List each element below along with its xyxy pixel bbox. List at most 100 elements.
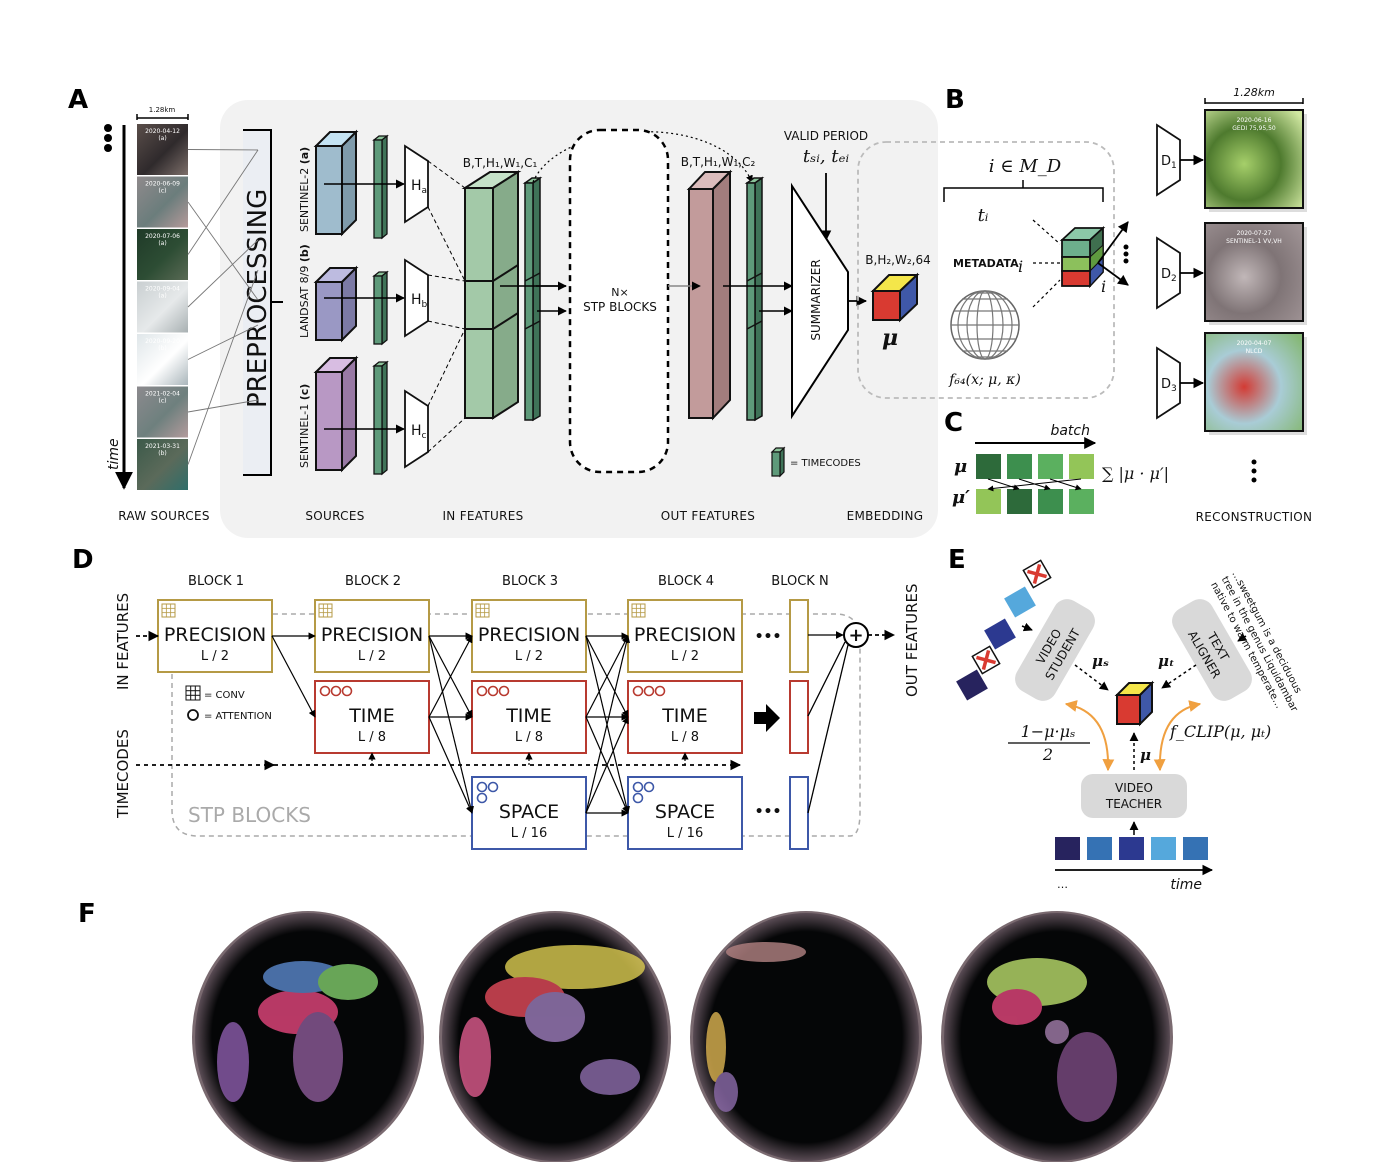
raw-image-tile: 2020-09-04(a) [137, 281, 188, 333]
source-3: SENTINEL-1 (c)Hc [298, 328, 466, 476]
image-date: 2020-04-12 [145, 128, 180, 135]
more-dots-icon [104, 124, 112, 152]
timecodes-side-label: TIMECODES [114, 729, 132, 819]
continue-arrow-icon [754, 704, 780, 732]
mu-label-e: μ [1140, 746, 1151, 764]
mu-label: μ [954, 456, 967, 477]
conv-icon [475, 603, 490, 618]
panel-label-e: E [948, 545, 966, 575]
in-timecodes [522, 176, 543, 422]
reconstruction-image [1204, 332, 1304, 432]
satellite-image [137, 439, 188, 490]
mu-prime-label: μ′ [952, 487, 970, 508]
panel-label-f: F [78, 899, 96, 929]
mu-prime-cell [1069, 489, 1094, 514]
student-frame [956, 669, 988, 701]
satellite-image [137, 124, 188, 175]
batch-label: batch [1050, 423, 1090, 439]
image-date: 2021-02-04 [145, 391, 180, 398]
reconstruction-desc: GEDI 75,95,50 [1232, 125, 1276, 132]
source-name: SENTINEL-1 (c) [298, 384, 311, 468]
raw-link [187, 149, 259, 151]
student-teacher-loss-arrow [1064, 700, 1115, 772]
image-date: 2020-06-09 [145, 181, 180, 188]
vmf-label: f₆₄(x; μ, κ) [948, 372, 1021, 388]
e-ellipsis: … [1057, 878, 1068, 891]
source-cube [315, 281, 343, 341]
shuffle-arrow [1049, 478, 1082, 491]
scale-label: 1.28km [149, 106, 176, 114]
decoder-head [1156, 123, 1181, 197]
block-size: L / 16 [511, 826, 547, 841]
source-timecode [373, 275, 383, 345]
more-decoders-dots [1123, 244, 1129, 264]
landmass [293, 1012, 343, 1102]
source-timecode [373, 365, 383, 475]
block-size: L / 8 [515, 730, 543, 745]
satellite-image [137, 176, 188, 228]
reconstruction-image [1204, 222, 1304, 322]
aligner-teacher-loss-arrow [1153, 700, 1202, 772]
raw-link [187, 149, 259, 255]
raw-image-strip: 2020-04-12(a)2020-06-09(c)2020-07-06(a)2… [137, 124, 188, 490]
mu-prime-cell [976, 489, 1001, 514]
reconstruction-desc: SENTINEL-1 VV,VH [1226, 238, 1282, 245]
teacher-frame [1087, 837, 1112, 860]
batch-rows [976, 454, 1094, 514]
student-frame [984, 618, 1016, 650]
source-1: SENTINEL-2 (a)Ha [298, 129, 466, 282]
raw-image-tile: 2020-04-12(a) [137, 124, 188, 175]
image-source: (b) [158, 450, 167, 457]
student-frames [956, 559, 1052, 701]
raw-link [187, 269, 259, 465]
t-i-label: tᵢ [978, 205, 989, 226]
landmass [726, 942, 806, 962]
stp-blocks-region [171, 613, 861, 837]
metadata-sub: i [1018, 257, 1023, 276]
video-teacher-label-2: TEACHER [1105, 797, 1162, 811]
globes [192, 911, 1173, 1162]
mu-cell [1038, 454, 1063, 479]
image-source: (c) [159, 398, 167, 405]
raw-image-tile: 2021-03-31(b) [137, 439, 188, 490]
teacher-frames [1055, 837, 1208, 860]
landmass [318, 964, 378, 1000]
mu-cell [1007, 454, 1032, 479]
masked-frame [971, 645, 1001, 675]
raw-link [187, 201, 259, 301]
block-size: L / 16 [667, 826, 703, 841]
decode-arrow-down [1097, 262, 1129, 286]
conv-icon [161, 603, 176, 618]
mu-t-arrow [1161, 664, 1197, 689]
reconstruction-label: RECONSTRUCTION [1196, 510, 1313, 524]
text-aligner: TEXT ALIGNER [1172, 599, 1252, 701]
in-features-dims: B,T,H₁,W₁,C₁ [463, 156, 538, 170]
recon-scale-label: 1.28km [1233, 86, 1275, 99]
shuffle-arrow [987, 478, 1020, 491]
attention-icon [632, 781, 655, 804]
block-size: L / 2 [515, 649, 543, 664]
satellite-image [137, 334, 188, 385]
attention-icon [319, 685, 353, 697]
raw-image-tile: 2020-06-09(c) [137, 176, 188, 228]
sources-label: SOURCES [305, 509, 364, 523]
valid-period-label: VALID PERIOD [784, 129, 868, 143]
block-connection [428, 635, 473, 718]
globe-africa-europe [192, 911, 424, 1162]
attention-icon [476, 781, 499, 804]
conv-icon [318, 603, 333, 618]
student-loss-denominator: 2 [1042, 745, 1053, 764]
raw-to-preprocessing-links [187, 149, 259, 465]
image-source: (a) [158, 293, 166, 300]
stp-blocks-region-label: STP BLOCKS [188, 803, 311, 827]
source-name: SENTINEL-2 (a) [298, 147, 311, 232]
set-label: i ∈ M_D [989, 156, 1062, 177]
